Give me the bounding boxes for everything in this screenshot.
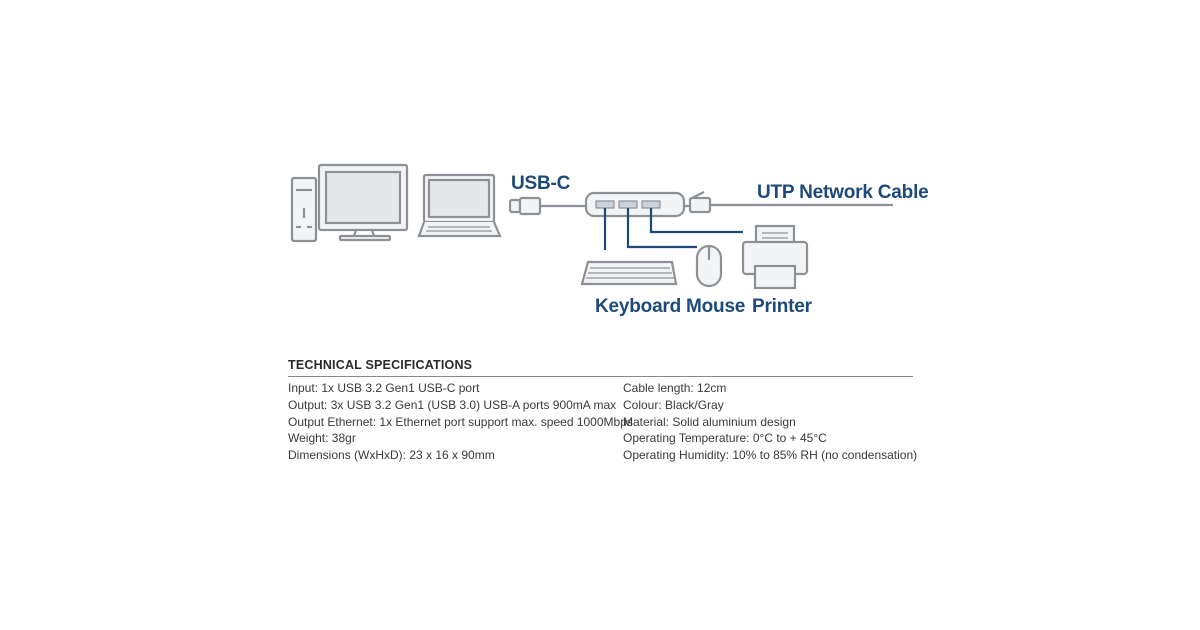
monitor-icon [317,163,409,242]
spec-output-ethernet: Output Ethernet: 1x Ethernet port suppor… [288,414,633,429]
spec-cable-length: Cable length: 12cm [623,381,727,395]
connection-diagram [290,163,893,290]
specs-title: TECHNICAL SPECIFICATIONS [288,358,473,372]
spec-weight: Weight: 38gr [288,431,356,446]
spec-material: Material: Solid aluminium design [623,414,796,429]
specs-right-column: Cable length: 12cm Colour: Black/Gray Ma… [623,380,917,464]
usb-hub-icon [584,191,686,218]
rj45-plug-icon [688,191,712,214]
spec-input: Input: 1x USB 3.2 Gen1 USB-C port [288,381,480,395]
spec-operating-temperature: Operating Temperature: 0°C to + 45°C [623,431,827,446]
network-cable-label: UTP Network Cable [757,182,929,203]
specs-left-column: Input: 1x USB 3.2 Gen1 USB-C port Output… [288,380,633,464]
mouse-label: Mouse [686,296,746,317]
spec-dimensions: Dimensions (WxHxD): 23 x 16 x 90mm [288,448,495,463]
keyboard-label: Keyboard [595,296,682,317]
spec-colour: Colour: Black/Gray [623,397,724,412]
printer-label: Printer [752,296,812,317]
mouse-icon [695,244,723,288]
spec-operating-humidity: Operating Humidity: 10% to 85% RH (no co… [623,448,918,463]
laptop-icon [417,173,502,238]
keyboard-icon [580,260,678,286]
desktop-tower-icon [290,176,318,243]
specs-divider [288,376,913,377]
printer-icon [741,224,809,290]
usb-c-plug-icon [508,196,586,216]
usb-c-label: USB-C [511,173,571,194]
spec-output: Output: 3x USB 3.2 Gen1 (USB 3.0) USB-A … [288,397,617,412]
